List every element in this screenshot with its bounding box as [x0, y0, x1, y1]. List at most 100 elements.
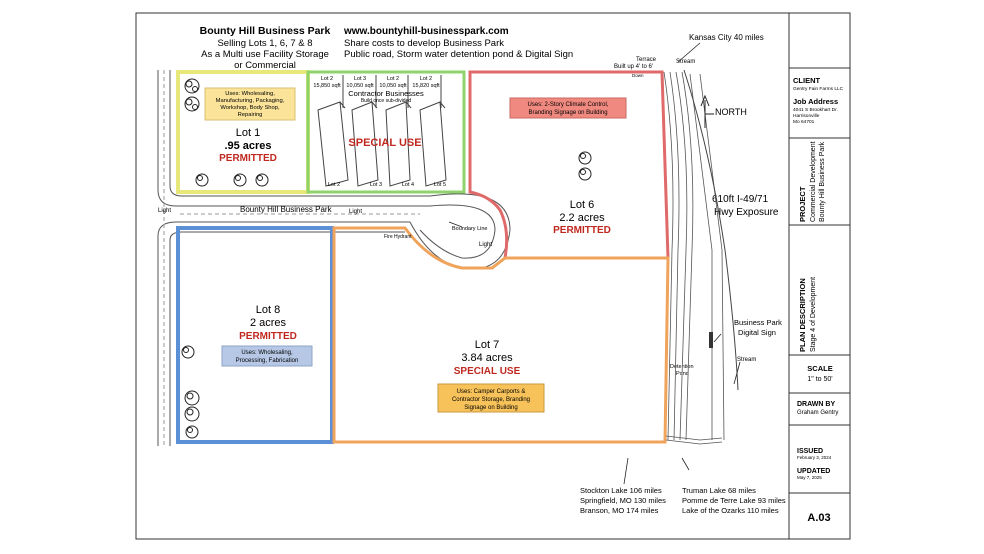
- boundary-label: Boundary Line: [452, 226, 487, 232]
- terrace-label: Terrace: [636, 57, 657, 63]
- lot-6-name: Lot 6: [570, 199, 594, 211]
- tree-icon: [184, 406, 200, 422]
- lot-2-buildings: [317, 75, 447, 187]
- distance-truman: Truman Lake 68 miles: [682, 486, 756, 495]
- unit-4-sqft: 15,820 sqft: [412, 83, 440, 89]
- updated-value: May 7, 2025: [797, 475, 822, 480]
- lot-8-status: PERMITTED: [239, 331, 297, 342]
- lot-7-label: Lot 7 3.84 acres SPECIAL USE: [454, 339, 521, 377]
- unit-3-top: Lot 2: [387, 76, 399, 82]
- job-line-3: Mo 64701: [793, 119, 815, 125]
- lot-7-boundary[interactable]: [332, 226, 670, 444]
- lot-6-acres: 2.2 acres: [559, 212, 605, 224]
- detention-label-1: Detention: [670, 364, 694, 370]
- hwy-exposure-line-2: Hwy Exposure: [714, 207, 779, 218]
- sign-label-2: Digital Sign: [738, 328, 776, 337]
- lot-1-uses-line-4: Repairing: [238, 112, 263, 118]
- drawn-label: DRAWN BY: [797, 401, 835, 408]
- down-label: Down: [632, 73, 644, 78]
- hwy-exposure-line-1: 610ft I-49/71: [712, 194, 769, 205]
- lot-7-uses-line-1: Uses: Camper Carports &: [457, 389, 526, 395]
- lot-2-subdivided: Build once sub-divided: [361, 98, 412, 104]
- lot-7-uses: Uses: Camper Carports & Contractor Stora…: [452, 389, 530, 411]
- lot-6-uses-line-2: Branding Signage on Building: [528, 110, 607, 116]
- lot-7-name: Lot 7: [475, 339, 499, 351]
- header-multi-use: As a Multi use Facility Storage: [201, 49, 329, 60]
- lot-7-uses-line-2: Contractor Storage, Branding: [452, 397, 530, 403]
- tree-icon: [195, 173, 209, 187]
- plan-label: PLAN DESCRIPTION: [798, 278, 807, 352]
- lot-7-acres: 3.84 acres: [461, 352, 513, 364]
- client-value: Gentry Fain Farms LLC: [793, 86, 844, 92]
- lot-2-units: Lot 2 15,850 sqft Lot 3 10,050 sqft Lot …: [313, 76, 446, 188]
- updated-label: UPDATED: [797, 468, 830, 475]
- tree-icon: [184, 78, 200, 94]
- lot-8-label: Lot 8 2 acres PERMITTED: [239, 304, 297, 342]
- lot-8-uses-line-1: Uses: Wholesaling,: [241, 350, 293, 356]
- lot-1-status: PERMITTED: [219, 153, 277, 164]
- north-label: NORTH: [715, 107, 747, 117]
- distance-springfield: Springfield, MO 130 miles: [580, 496, 666, 505]
- lot-8-uses: Uses: Wholesaling, Processing, Fabricati…: [236, 350, 299, 364]
- issued-value: February 3, 2024: [797, 455, 832, 460]
- drawn-value: Graham Gentry: [797, 410, 838, 416]
- issued-label: ISSUED: [797, 448, 823, 455]
- distance-ozarks: Lake of the Ozarks 110 miles: [682, 506, 779, 515]
- lot-7-status: SPECIAL USE: [454, 366, 521, 377]
- distance-stockton: Stockton Lake 106 miles: [580, 486, 662, 495]
- lot-1-name: Lot 1: [236, 127, 260, 139]
- unit-2-top: Lot 3: [354, 76, 366, 82]
- share-costs-text: Share costs to develop Business Park: [344, 38, 504, 49]
- tree-icon: [233, 173, 247, 187]
- light-label-1: Light: [158, 208, 171, 214]
- tree-icon: [255, 173, 269, 187]
- sign-icon: [709, 332, 713, 348]
- lot-2-boundary[interactable]: [306, 70, 466, 194]
- scale-value: 1" to 50': [807, 376, 832, 383]
- unit-2-sqft: 10,050 sqft: [346, 83, 374, 89]
- lot-2-status: SPECIAL USE: [348, 137, 421, 149]
- stream-line: [683, 69, 739, 391]
- lot-1-acres: .95 acres: [224, 140, 271, 152]
- sheet-number: A.03: [807, 512, 830, 524]
- distances-left: Stockton Lake 106 miles Springfield, MO …: [580, 486, 666, 515]
- public-road-text: Public road, Storm water detention pond …: [344, 49, 573, 60]
- unit-4-top: Lot 2: [420, 76, 432, 82]
- leader-lines: [448, 42, 741, 485]
- header-title: Bounty Hill Business Park: [200, 25, 331, 37]
- unit-3-bottom: Lot 4: [402, 182, 414, 188]
- distance-pomme: Pomme de Terre Lake 93 miles: [682, 496, 786, 505]
- lot-1-uses-line-2: Manufacturing, Packaging,: [216, 98, 285, 104]
- tree-icon: [185, 425, 199, 439]
- stream-label-top: Stream: [676, 59, 695, 65]
- title-block: [788, 12, 851, 540]
- kansas-city-label: Kansas City 40 miles: [689, 33, 764, 42]
- website-link[interactable]: www.bountyhill-businesspark.com: [343, 26, 509, 37]
- tree-icon: [184, 96, 200, 112]
- header-selling: Selling Lots 1, 6, 7 & 8: [217, 38, 312, 49]
- unit-1-top: Lot 2: [321, 76, 333, 82]
- tree-icon: [181, 345, 195, 359]
- lot-8-uses-line-2: Processing, Fabrication: [236, 358, 299, 364]
- lot-8-boundary[interactable]: [176, 226, 334, 444]
- project-label: PROJECT: [798, 186, 807, 222]
- tree-icon: [578, 167, 592, 181]
- unit-4-bottom: Lot 5: [434, 182, 446, 188]
- light-label-3: Light: [479, 242, 492, 248]
- sign-label-1: Business Park: [734, 318, 782, 327]
- lot-2-contractor: Contractor Businesses: [348, 89, 424, 98]
- lot-6-label: Lot 6 2.2 acres PERMITTED: [553, 199, 611, 236]
- lot-1-uses: Uses: Wholesaling, Manufacturing, Packag…: [216, 91, 285, 118]
- project-line-2: Bounty Hill Business Park: [819, 141, 826, 222]
- map-labels: Bounty Hill Business Park Light Light Li…: [158, 33, 782, 377]
- trees: [181, 78, 592, 439]
- header-commercial: or Commercial: [234, 60, 296, 71]
- unit-2-bottom: Lot 3: [370, 182, 382, 188]
- unit-1-sqft: 15,850 sqft: [313, 83, 341, 89]
- distances-right: Truman Lake 68 miles Pomme de Terre Lake…: [682, 486, 786, 515]
- distance-branson: Branson, MO 174 miles: [580, 506, 659, 515]
- lot-1-uses-line-1: Uses: Wholesaling,: [225, 91, 275, 97]
- road-label: Bounty Hill Business Park: [240, 205, 333, 214]
- tree-icon: [184, 390, 200, 406]
